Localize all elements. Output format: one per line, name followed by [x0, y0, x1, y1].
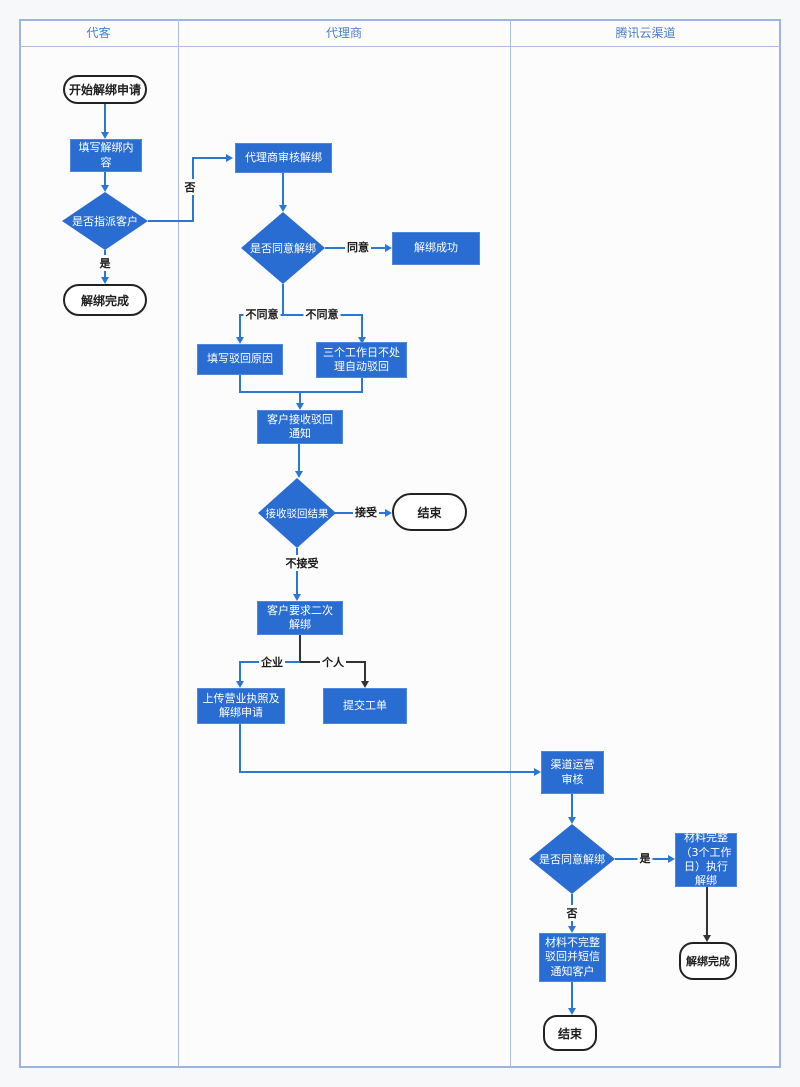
connector [193, 157, 229, 159]
connector [239, 771, 535, 773]
lane-divider-1 [178, 19, 179, 1068]
edge-label-enterprise: 企业 [259, 654, 285, 670]
edge-label-accept: 接受 [353, 504, 379, 520]
process-customer-second-unbind: 客户要求二次解绑 [257, 601, 343, 635]
arrowhead [101, 185, 109, 192]
process-material-complete-execute: 材料完整（3个工作日）执行解绑 [675, 831, 737, 887]
connector [148, 220, 194, 222]
connector [104, 103, 106, 136]
connector [282, 173, 284, 209]
decision-label: 接收驳回结果 [265, 507, 329, 520]
lane-header-agent: 代理商 [325, 26, 362, 40]
connector [299, 392, 301, 405]
connector [296, 548, 298, 596]
connector [239, 391, 363, 393]
connector [239, 314, 363, 316]
edge-label-yes: 是 [97, 255, 113, 271]
decision-label: 是否同意解绑 [539, 853, 605, 866]
decision-label: 是否指派客户 [72, 215, 138, 228]
process-material-incomplete-reject: 材料不完整驳回并短信通知客户 [539, 933, 606, 982]
lane-header-customer: 代客 [86, 26, 111, 40]
process-submit-ticket: 提交工单 [323, 688, 407, 724]
connector [364, 661, 366, 682]
header-separator [19, 46, 781, 47]
connector [239, 375, 241, 393]
end-node-unbind-done-channel: 解绑完成 [679, 942, 737, 980]
arrowhead [358, 337, 366, 344]
connector [706, 887, 708, 936]
arrowhead [568, 817, 576, 824]
diamond-shape [258, 478, 336, 548]
diamond-shape [62, 192, 148, 250]
process-fill-unbind-content: 填写解绑内容 [70, 139, 142, 172]
end-node-channel: 结束 [543, 1015, 597, 1051]
arrowhead [101, 132, 109, 139]
arrowhead [568, 926, 576, 933]
process-agent-review-unbind: 代理商审核解绑 [235, 143, 332, 173]
connector [239, 724, 241, 773]
decision-assign-customer: 是否指派客户 [62, 192, 148, 250]
connector [571, 982, 573, 1009]
end-node-unbind-done-customer: 解绑完成 [63, 284, 147, 316]
edge-label-yes: 是 [637, 850, 653, 866]
start-node-unbind-request: 开始解绑申请 [63, 75, 147, 104]
connector [104, 172, 106, 188]
decision-label: 是否同意解绑 [250, 242, 316, 255]
diamond-shape [241, 212, 325, 284]
lane-divider-2 [510, 19, 511, 1068]
arrowhead [236, 681, 244, 688]
process-upload-license-and-request: 上传营业执照及解绑申请 [197, 688, 285, 724]
arrowhead [101, 277, 109, 284]
swimlane-frame [19, 19, 781, 1068]
edge-label-disagree: 不同意 [243, 306, 281, 322]
connector [282, 284, 284, 316]
arrowhead [668, 855, 675, 863]
connector [571, 794, 573, 818]
arrowhead [293, 594, 301, 601]
arrowhead [226, 154, 233, 162]
arrowhead [279, 205, 287, 212]
connector [361, 375, 363, 393]
edge-label-disagree: 不同意 [303, 306, 341, 322]
decision-agree-unbind-channel: 是否同意解绑 [529, 824, 615, 894]
edge-label-no: 否 [564, 905, 580, 921]
connector [239, 314, 241, 341]
arrowhead [361, 681, 369, 688]
process-channel-ops-review: 渠道运营审核 [541, 751, 604, 794]
end-node-agent: 结束 [392, 493, 467, 531]
edge-label-not-accept: 不接受 [283, 555, 321, 571]
lane-header-tencent-channel: 腾讯云渠道 [615, 26, 676, 40]
process-unbind-success: 解绑成功 [392, 232, 480, 265]
diamond-shape [529, 824, 615, 894]
connector [361, 314, 363, 341]
edge-label-agree: 同意 [345, 239, 371, 255]
arrowhead [236, 337, 244, 344]
arrowhead [534, 768, 541, 776]
arrowhead [703, 935, 711, 942]
edge-label-no: 否 [182, 179, 198, 195]
connector [299, 635, 301, 663]
arrowhead [385, 509, 392, 517]
decision-agree-unbind-agent: 是否同意解绑 [241, 212, 325, 284]
edge-label-personal: 个人 [320, 654, 346, 670]
process-fill-reject-reason: 填写驳回原因 [197, 344, 283, 375]
decision-receive-reject-result: 接收驳回结果 [258, 478, 336, 548]
process-customer-receive-reject-notice: 客户接收驳回通知 [257, 410, 343, 444]
arrowhead [296, 403, 304, 410]
connector [298, 444, 300, 472]
arrowhead [385, 244, 392, 252]
connector [239, 661, 241, 682]
arrowhead [568, 1008, 576, 1015]
process-auto-reject-3-days: 三个工作日不处理自动驳回 [316, 342, 407, 378]
arrowhead [295, 471, 303, 478]
